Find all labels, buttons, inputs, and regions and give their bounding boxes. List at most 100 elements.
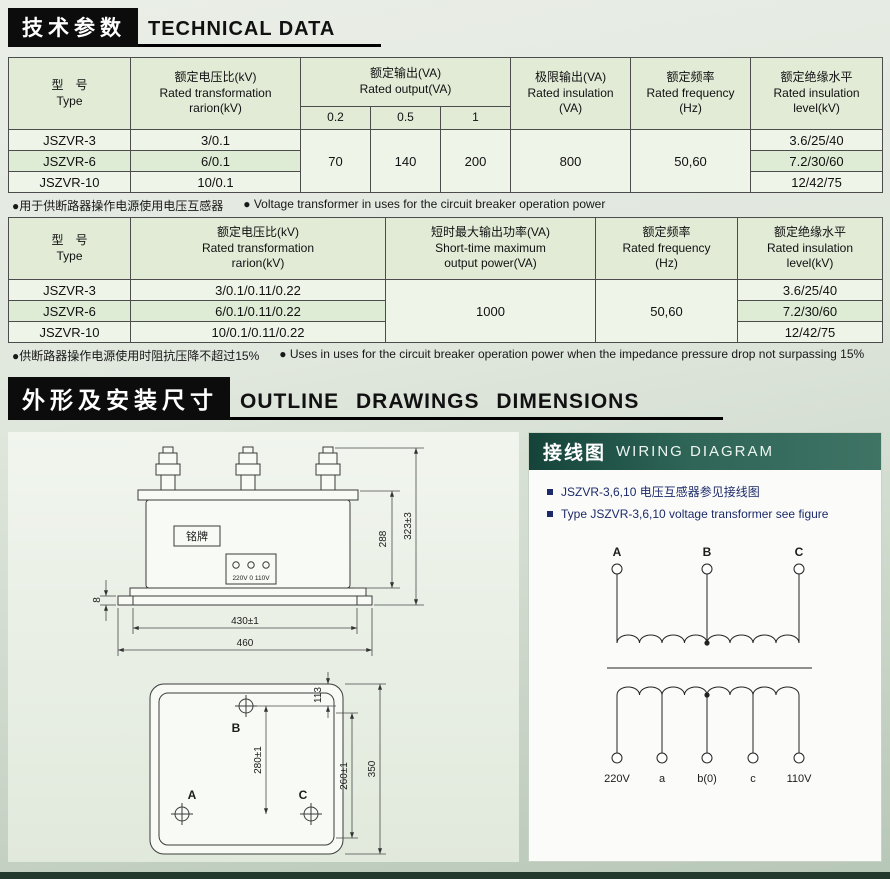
terminal-label-c: c (750, 773, 756, 785)
cell-insulation: 12/42/75 (737, 321, 883, 343)
cell-ratio: 10/0.1 (130, 171, 301, 193)
section1-title-en: TECHNICAL DATA (138, 18, 382, 47)
cell-type: JSZVR-6 (8, 300, 131, 322)
bushing-1 (155, 446, 181, 491)
bushing-3 (315, 446, 341, 491)
cell-insulation: 7.2/30/60 (750, 150, 884, 172)
cell-ratio: 6/0.1/0.11/0.22 (130, 300, 386, 322)
t2-header-type: 型 号 Type (8, 217, 131, 280)
t2-row-jszvr10: JSZVR-10 10/0.1/0.11/0.22 12/42/75 (8, 321, 883, 343)
terminal-label-110v: 110V (787, 773, 813, 785)
section-header-technical-data: 技术参数 TECHNICAL DATA (8, 8, 882, 47)
mounting-hole-a (171, 803, 193, 825)
terminal-dot (247, 561, 255, 569)
table2-note-en: ● Uses in uses for the circuit breaker o… (279, 347, 865, 361)
terminal-dot (262, 561, 270, 569)
junction-dot-secondary (704, 692, 710, 698)
cell-insulation: 3.6/25/40 (750, 129, 884, 151)
terminal-label-C: C (795, 545, 804, 559)
cell-ratio: 10/0.1/0.11/0.22 (130, 321, 386, 343)
t2-row-jszvr3: JSZVR-3 3/0.1/0.11/0.22 1000 50,60 3.6/2… (8, 279, 883, 343)
channel-base (129, 587, 367, 597)
t1-row-jszvr3: JSZVR-3 3/0.1 70 140 200 800 50,60 3.6/2… (8, 129, 884, 193)
section2-title-cn: 外形及安装尺寸 (8, 377, 230, 420)
terminal-circle-a (656, 752, 668, 764)
cell-power: 1000 (385, 279, 596, 343)
mounting-hole-b (235, 695, 257, 717)
hole-label-b: B (232, 721, 241, 735)
t2-header-frequency: 额定频率 Rated frequency (Hz) (595, 217, 738, 280)
cell-output-1: 200 (439, 129, 512, 193)
t1-header-ratio: 额定电压比(kV) Rated transformation rarion(kV… (130, 57, 301, 130)
cell-ratio: 3/0.1 (130, 129, 301, 151)
t2-row-jszvr6: JSZVR-6 6/0.1/0.11/0.22 7.2/30/60 (8, 300, 883, 322)
dim-plate-thickness: 8 (92, 597, 103, 603)
nameplate-label: 铭牌 (186, 529, 208, 543)
terminal-label-220v: 220V (604, 773, 630, 785)
terminal-label-b0: b(0) (697, 773, 717, 785)
cell-limit-output: 800 (510, 129, 632, 193)
base-inner-outline (158, 692, 335, 846)
cell-output-0-5: 140 (370, 129, 441, 193)
dim-total-height: 323±3 (403, 512, 414, 540)
t2-header-ratio: 额定电压比(kV) Rated transformation rarion(kV… (130, 217, 386, 280)
terminal-circle-220v (611, 752, 623, 764)
wiring-diagram: A B C 220V a b(0) c 110V (604, 545, 813, 785)
wiring-notes: JSZVR-3,6,10 电压互感器参见接线图 Type JSZVR-3,6,1… (529, 470, 881, 523)
cell-insulation: 12/42/75 (750, 171, 884, 193)
bushing-2 (235, 446, 261, 491)
table1-note: ●用于供断路器操作电源使用电压互感器 ● Voltage transformer… (8, 193, 882, 217)
cell-frequency: 50,60 (595, 279, 738, 343)
wiring-header: 接线图 WIRING DIAGRAM (529, 433, 881, 470)
terminal-label-A: A (613, 545, 622, 559)
dim-hole-spacing: 430±1 (231, 616, 259, 627)
dim-offset-top: 113 (313, 687, 324, 703)
terminal-circle-B (701, 563, 713, 575)
t1-header-type: 型 号 Type (8, 57, 131, 130)
section1-title-cn: 技术参数 (8, 8, 138, 47)
wiring-title-en: WIRING DIAGRAM (616, 443, 775, 460)
wiring-note-cn: JSZVR-3,6,10 电压互感器参见接线图 (547, 483, 869, 500)
wiring-note-en: Type JSZVR-3,6,10 voltage transformer se… (547, 507, 869, 521)
section-header-outline: 外形及安装尺寸 OUTLINE DRAWINGS DIMENSIONS (8, 377, 882, 420)
cell-ratio: 3/0.1/0.11/0.22 (130, 279, 386, 301)
bottom-section: 铭牌 220V 0 110V (8, 432, 882, 862)
footer-bar (0, 872, 890, 879)
hole-label-c: C (299, 788, 308, 802)
table2-note: ●供断路器操作电源使用时阻抗压降不超过15% ● Uses in uses fo… (8, 343, 882, 367)
terminal-circle-A (611, 563, 623, 575)
table2-note-cn: ●供断路器操作电源使用时阻抗压降不超过15% (12, 349, 260, 363)
wiring-panel: 接线图 WIRING DIAGRAM JSZVR-3,6,10 电压互感器参见接… (528, 432, 882, 862)
technical-data-table-1: 型 号 Type 额定电压比(kV) Rated transformation … (8, 57, 884, 193)
mounting-hole-c (300, 803, 322, 825)
t1-subheader-1: 1 (439, 106, 512, 130)
terminal-circle-C (793, 563, 805, 575)
front-dimension-lines (100, 447, 424, 656)
t1-header-insulation: 额定绝缘水平 Rated insulation level(kV) (750, 57, 884, 130)
hole-label-a: A (188, 788, 197, 802)
dim-base-width: 460 (237, 638, 254, 649)
t1-header-limit-output: 极限输出(VA) Rated insulation (VA) (510, 57, 632, 130)
terminal-label-a: a (659, 773, 666, 785)
t1-header-frequency: 额定频率 Rated frequency (Hz) (630, 57, 752, 130)
wiring-note-en-text: Type JSZVR-3,6,10 voltage transformer se… (561, 507, 829, 521)
cell-type: JSZVR-3 (8, 279, 131, 301)
t2-header-row: 型 号 Type 额定电压比(kV) Rated transformation … (8, 217, 883, 280)
wiring-note-cn-text: JSZVR-3,6,10 电压互感器参见接线图 (561, 485, 760, 499)
t1-row-jszvr10: JSZVR-10 10/0.1 12/42/75 (8, 171, 884, 193)
terminal-circle-b0 (701, 752, 713, 764)
cell-output-0-2: 70 (300, 129, 371, 193)
t1-header-rated-output: 额定输出(VA) Rated output(VA) (299, 57, 512, 107)
dim-body-height: 288 (378, 530, 389, 547)
top-plate (137, 489, 359, 501)
terminal-circle-c (747, 752, 759, 764)
bottom-dimension-lines (257, 672, 386, 855)
secondary-coil-left (616, 686, 708, 696)
t1-header-row-2: 0.2 0.5 1 (9, 106, 883, 130)
t1-subheader-0-5: 0.5 (370, 106, 441, 130)
front-view (117, 446, 373, 606)
dim-hole-span: 280±1 (253, 746, 264, 774)
cell-insulation: 7.2/30/60 (737, 300, 883, 322)
dim-inner-span: 260±1 (339, 762, 350, 790)
